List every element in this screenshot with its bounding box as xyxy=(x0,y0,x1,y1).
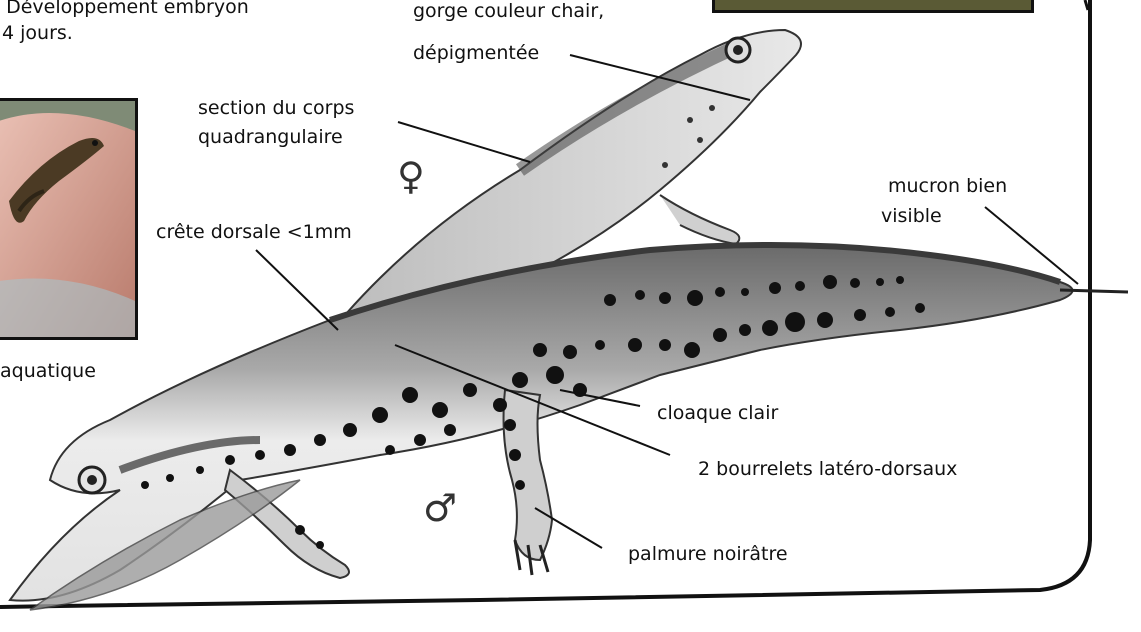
label-section-line2: quadrangulaire xyxy=(198,124,343,150)
leader-crete xyxy=(256,250,338,330)
label-bourrelets: 2 bourrelets latéro-dorsaux xyxy=(698,456,957,482)
label-section-line1: section du corps xyxy=(198,95,354,121)
label-gorge-line2: dépigmentée xyxy=(413,40,539,66)
male-newt xyxy=(10,245,1128,610)
label-cloaque: cloaque clair xyxy=(657,400,778,426)
frame-right-edge xyxy=(1085,0,1088,10)
label-palmure: palmure noirâtre xyxy=(628,541,788,567)
label-mucron-line1: mucron bien xyxy=(888,173,1007,199)
label-mucron-line2: visible xyxy=(881,203,942,229)
male-symbol: ♂ xyxy=(423,488,457,528)
female-symbol: ♀ xyxy=(397,156,425,196)
label-gorge-line1: gorge couleur chair, xyxy=(413,0,604,24)
label-crete: crête dorsale <1mm xyxy=(156,219,352,245)
